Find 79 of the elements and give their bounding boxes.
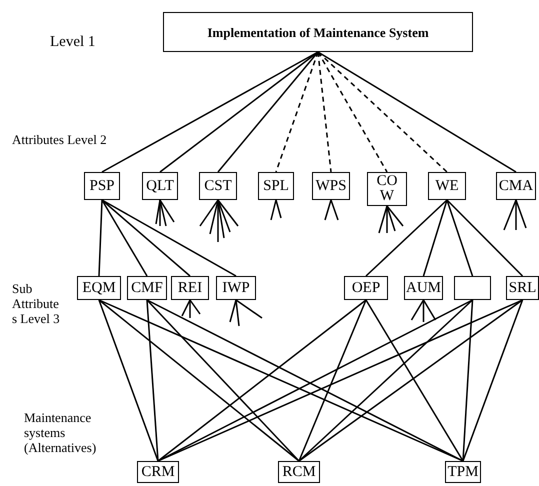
branch-line <box>189 300 191 318</box>
criteria-box: CO W <box>367 172 407 206</box>
level-label: Level 1 <box>50 34 96 52</box>
connector-line <box>462 300 524 462</box>
connector-line <box>217 52 319 172</box>
connector-line <box>158 299 366 462</box>
goal-box: Implementation of Maintenance System <box>163 12 473 52</box>
branch-line <box>324 200 332 220</box>
connector-line <box>365 300 464 462</box>
branch-line <box>217 200 239 226</box>
connector-line <box>318 51 516 173</box>
branch-line <box>386 206 404 226</box>
level-label: Sub Attribute s Level 3 <box>12 282 61 327</box>
criteria-box: PSP <box>84 172 120 200</box>
level-label: Maintenance systems (Alternatives) <box>24 411 98 456</box>
connector-line <box>101 200 148 276</box>
alternative-box: RCM <box>278 461 320 483</box>
criteria-box: WPS <box>312 172 350 200</box>
criteria-box: WE <box>428 172 466 200</box>
connector-line <box>275 52 319 172</box>
connector-line <box>422 200 448 276</box>
criteria-box: CMA <box>496 172 536 200</box>
branch-line <box>209 200 219 234</box>
criteria-box: EQM <box>77 276 121 300</box>
criteria-box: CMF <box>127 276 167 300</box>
branch-line <box>199 200 219 226</box>
criteria-box: SRL <box>506 276 539 300</box>
connector-line <box>146 299 300 462</box>
connector-line <box>298 300 367 462</box>
branch-line <box>410 300 424 320</box>
connector-line <box>317 52 332 172</box>
branch-line <box>422 300 436 320</box>
criteria-box: REI <box>171 276 209 300</box>
connector-line <box>298 299 474 462</box>
connector-line <box>102 51 318 173</box>
connector-line <box>446 200 474 276</box>
branch-line <box>155 200 161 224</box>
connector-line <box>102 199 190 277</box>
connector-line <box>160 51 318 173</box>
connector-line <box>98 300 159 462</box>
branch-line <box>386 206 396 232</box>
criteria-box <box>454 276 491 300</box>
criteria-box: IWP <box>216 276 256 300</box>
criteria-box: AUM <box>404 276 443 300</box>
branch-line <box>229 300 237 322</box>
connector-line <box>317 51 448 173</box>
branch-line <box>217 200 231 232</box>
connector-line <box>317 52 388 172</box>
connector-line <box>102 199 236 277</box>
criteria-box: SPL <box>258 172 294 200</box>
connector-line <box>446 199 524 277</box>
connector-line <box>462 300 474 462</box>
alternative-box: CRM <box>137 461 179 483</box>
connector-line <box>98 200 103 276</box>
branch-line <box>503 200 517 230</box>
branch-line <box>159 200 175 222</box>
branch-line <box>378 206 388 234</box>
criteria-box: QLT <box>142 172 178 200</box>
level-label: Attributes Level 2 <box>12 133 108 148</box>
criteria-box: OEP <box>344 276 388 300</box>
branch-line <box>515 200 527 228</box>
branch-line <box>159 200 167 226</box>
criteria-box: CST <box>199 172 237 200</box>
connector-line <box>365 199 448 277</box>
branch-line <box>236 299 262 319</box>
branch-line <box>330 200 339 220</box>
branch-line <box>275 200 282 218</box>
branch-line <box>159 200 161 226</box>
alternative-box: TPM <box>445 461 481 483</box>
branch-line <box>189 300 201 314</box>
branch-line <box>515 200 517 230</box>
branch-line <box>181 300 191 316</box>
branch-line <box>386 206 388 233</box>
connector-line <box>146 300 159 462</box>
branch-line <box>270 200 277 220</box>
connector-line <box>98 299 300 462</box>
branch-line <box>235 300 240 326</box>
connector-line <box>298 299 523 462</box>
branch-line <box>422 300 424 322</box>
